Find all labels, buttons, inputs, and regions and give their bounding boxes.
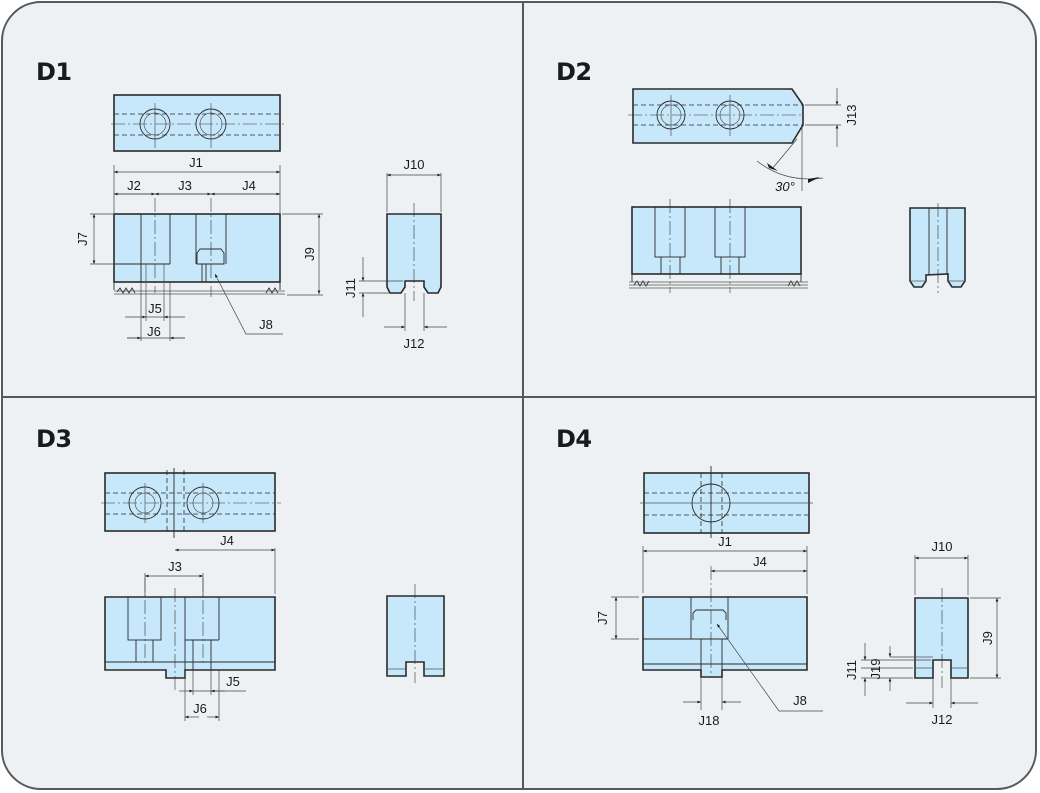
dim-label-j6: J6 xyxy=(193,701,207,716)
d1-top-view xyxy=(111,94,285,152)
d2-side-view xyxy=(909,203,966,293)
d1-side-view: J10 J11 J12 xyxy=(343,157,447,351)
d4-dimensions: J1 J4 J7 J18 J8 xyxy=(595,534,823,728)
d4-side-view: J10 J9 J11 J19 xyxy=(844,539,1001,727)
d2-front-view xyxy=(629,199,808,293)
dim-label-j5: J5 xyxy=(226,674,240,689)
dim-label-j6: J6 xyxy=(147,324,161,339)
part-outline xyxy=(631,206,802,275)
d1-dimensions: J1 J2 J3 J4 J7 J9 xyxy=(75,155,323,341)
panel-d3: D3 xyxy=(3,398,521,788)
d4-top-view xyxy=(640,466,813,538)
dim-label-j8: J8 xyxy=(259,317,273,332)
dim-label-j8: J8 xyxy=(793,693,807,708)
dim-label-j1: J1 xyxy=(718,534,732,549)
d4-drawing: J1 J4 J7 J18 J8 xyxy=(595,466,1001,728)
d3-dimensions: J4 J3 J5 J6 xyxy=(144,533,276,721)
angle-label: 30° xyxy=(775,179,795,194)
part-outline xyxy=(632,88,804,144)
dim-label-j3: J3 xyxy=(178,178,192,193)
counterbore-hole xyxy=(691,483,731,523)
d3-top-view xyxy=(101,468,281,538)
d1-drawing: J1 J2 J3 J4 J7 J9 xyxy=(75,94,447,351)
dim-label-j9: J9 xyxy=(980,631,995,645)
dim-label-j12: J12 xyxy=(404,336,425,351)
dim-label-j5: J5 xyxy=(148,301,162,316)
dim-label-j19: J19 xyxy=(868,659,883,680)
dim-label-j18: J18 xyxy=(699,713,720,728)
part-outline xyxy=(113,213,281,283)
part-outline xyxy=(104,472,276,532)
d3-front-view xyxy=(104,578,276,690)
part-outline xyxy=(113,94,281,152)
dim-label-j2: J2 xyxy=(127,178,141,193)
panel-title: D4 xyxy=(556,425,592,453)
d3-side-view xyxy=(386,584,445,683)
d2-dimensions: J13 30° xyxy=(756,88,859,194)
dim-label-j10: J10 xyxy=(932,539,953,554)
dim-label-j4: J4 xyxy=(753,554,767,569)
part-outline xyxy=(909,207,966,288)
panel-title: D3 xyxy=(36,425,72,453)
dim-label-j7: J7 xyxy=(595,611,610,625)
part-outline xyxy=(386,595,445,677)
panel-d4: D4 xyxy=(523,398,1035,788)
d1-front-view xyxy=(113,198,285,298)
dim-label-j12: J12 xyxy=(932,712,953,727)
panel-title: D1 xyxy=(36,58,72,86)
d2-top-view xyxy=(628,88,804,144)
dim-label-j9: J9 xyxy=(302,247,317,261)
dim-label-j7: J7 xyxy=(75,232,90,246)
dim-label-j4: J4 xyxy=(242,178,256,193)
d4-front-view xyxy=(642,566,808,678)
dim-label-j1: J1 xyxy=(189,155,203,170)
panel-title: D2 xyxy=(556,58,592,86)
part-outline xyxy=(914,597,969,679)
dim-label-j11: J11 xyxy=(343,278,358,298)
dim-label-j11: J11 xyxy=(844,660,859,680)
dim-label-j3: J3 xyxy=(168,559,182,574)
panel-d1: D1 xyxy=(3,3,521,396)
part-outline xyxy=(104,596,276,679)
dim-label-j4: J4 xyxy=(220,533,234,548)
horizontal-divider xyxy=(3,396,1035,398)
d2-drawing: J13 30° xyxy=(628,88,966,293)
dim-label-j10: J10 xyxy=(404,157,425,172)
panel-d2: D2 xyxy=(523,3,1035,396)
d3-drawing: J4 J3 J5 J6 xyxy=(101,468,445,721)
part-outline xyxy=(642,596,808,678)
dim-label-j13: J13 xyxy=(844,105,859,126)
vertical-divider xyxy=(522,3,524,788)
